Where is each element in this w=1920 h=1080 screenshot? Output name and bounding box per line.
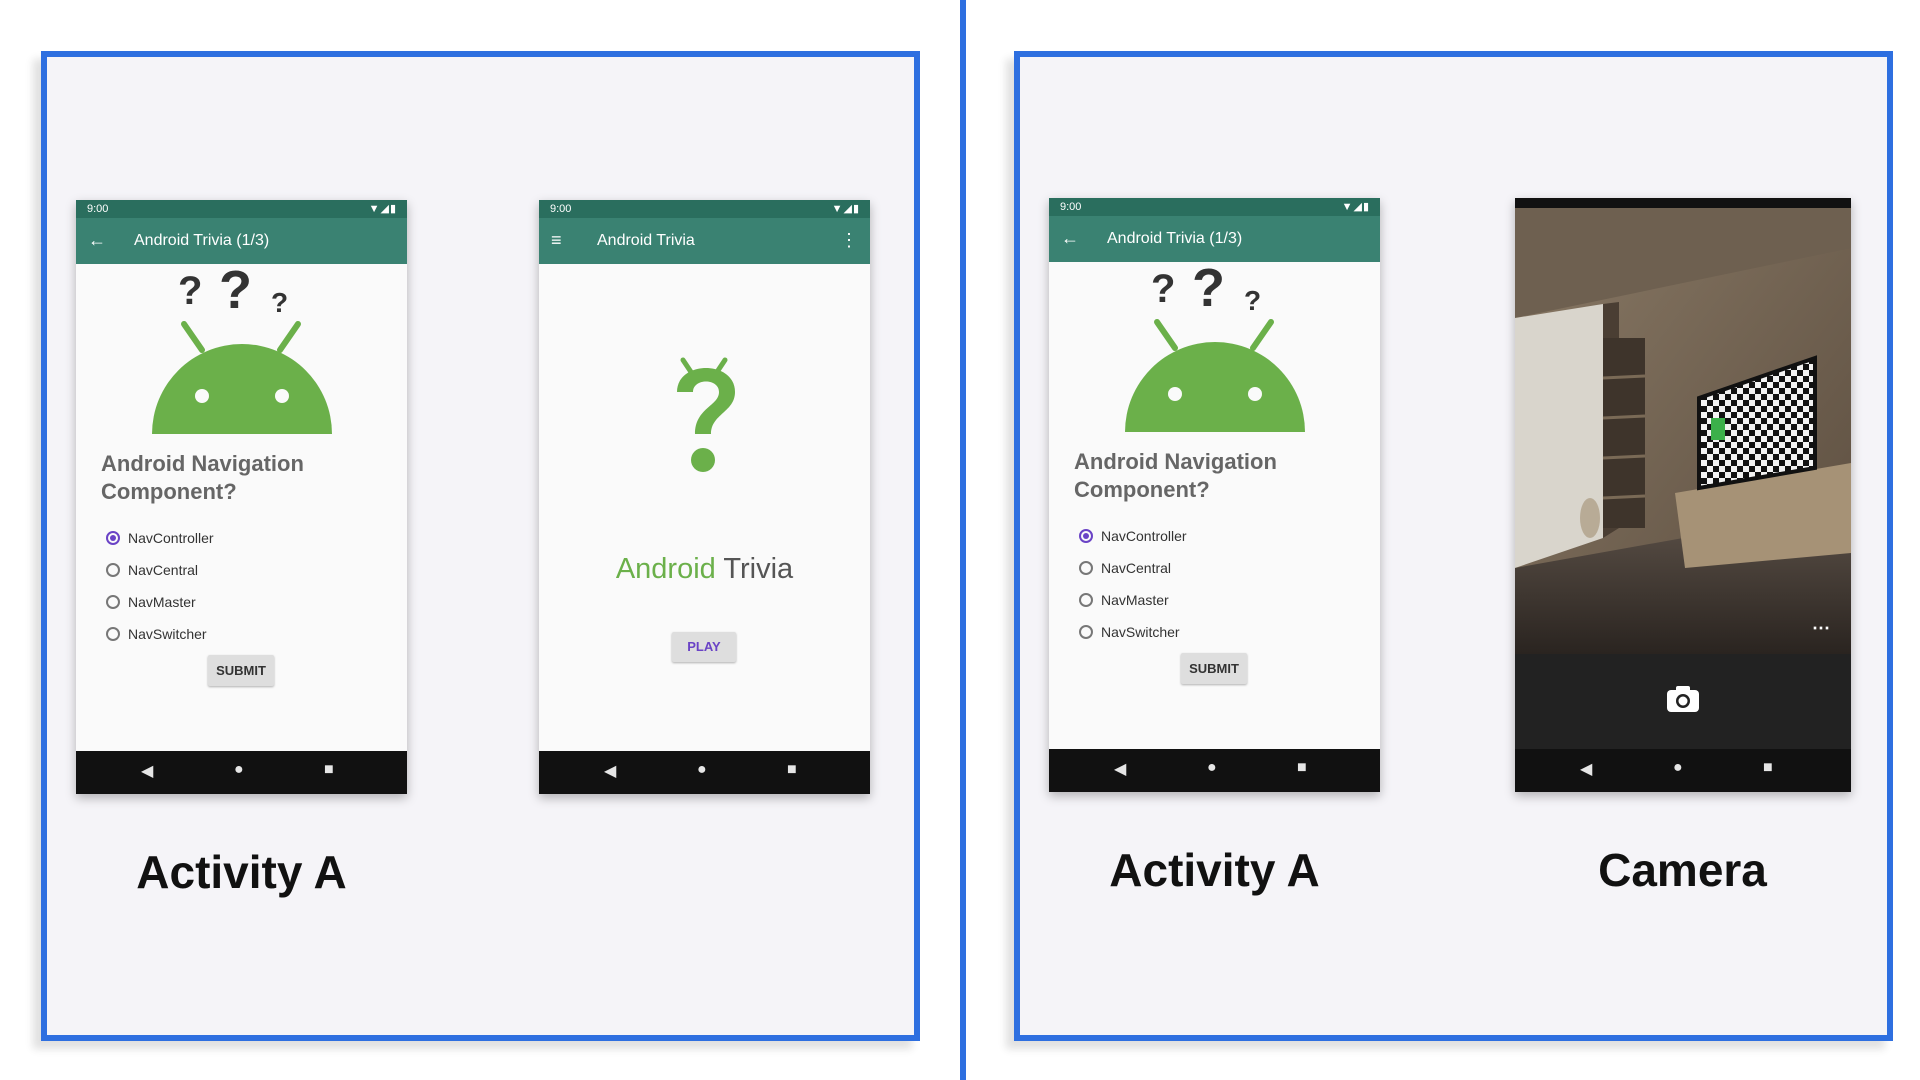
option-label: NavSwitcher xyxy=(1101,624,1180,640)
app-bar: ← Android Trivia (1/3) xyxy=(1049,216,1380,262)
radio-button-selected[interactable] xyxy=(1079,529,1093,543)
nav-back-icon[interactable]: ◀ xyxy=(141,763,154,780)
android-question-illustration: ? ? ? xyxy=(152,260,332,434)
option-label: NavMaster xyxy=(1101,592,1169,608)
android-trivia-logo-icon xyxy=(677,357,735,472)
camera-caption: Camera xyxy=(1598,844,1767,896)
activity-a-caption: Activity A xyxy=(1109,844,1320,896)
activity-a-caption: Activity A xyxy=(136,846,347,898)
nav-recents-icon[interactable]: ■ xyxy=(324,761,334,778)
status-time: 9:00 xyxy=(87,203,109,215)
option-label: NavMaster xyxy=(128,594,196,610)
system-nav-bar: ◀ ● ■ xyxy=(76,751,407,794)
svg-text:?: ? xyxy=(1192,262,1225,318)
nav-back-icon[interactable]: ◀ xyxy=(604,763,617,780)
nav-back-icon[interactable]: ◀ xyxy=(1114,761,1127,778)
nav-recents-icon[interactable]: ■ xyxy=(1297,759,1307,776)
camera-icon[interactable] xyxy=(1665,684,1701,714)
option-label: NavSwitcher xyxy=(128,626,207,642)
play-button[interactable]: PLAY xyxy=(672,632,736,662)
status-icons: ▼◢▮ xyxy=(831,203,860,215)
status-icons: ▼◢▮ xyxy=(368,203,397,215)
trivia-question-phone: 9:00 ▼◢▮ ← Android Trivia (1/3) ? ? ? An… xyxy=(1049,198,1380,792)
brand-primary-text: Android xyxy=(615,553,716,585)
section-divider xyxy=(960,0,966,1080)
radio-button[interactable] xyxy=(106,595,120,609)
status-bar: 9:00 ▼◢▮ xyxy=(1049,198,1380,216)
radio-button[interactable] xyxy=(1079,625,1093,639)
radio-button[interactable] xyxy=(1079,561,1093,575)
back-arrow-icon[interactable]: ← xyxy=(1061,228,1079,248)
question-text: Android Navigation Component? xyxy=(101,451,304,504)
nav-home-icon[interactable]: ● xyxy=(697,761,707,778)
nav-recents-icon[interactable]: ■ xyxy=(1763,759,1773,776)
option-label: NavCentral xyxy=(128,562,199,578)
svg-text:?: ? xyxy=(1151,267,1175,311)
option-label: NavController xyxy=(1101,528,1187,544)
nav-home-icon[interactable]: ● xyxy=(1207,759,1217,776)
brand-secondary-text: Trivia xyxy=(723,553,794,585)
system-nav-bar: ◀ ● ■ xyxy=(1515,749,1851,792)
submit-button[interactable]: SUBMIT xyxy=(208,655,274,686)
submit-button[interactable]: SUBMIT xyxy=(1181,653,1247,684)
radio-button[interactable] xyxy=(106,563,120,577)
nav-recents-icon[interactable]: ■ xyxy=(787,761,797,778)
system-nav-bar: ◀ ● ■ xyxy=(1049,749,1380,792)
app-brand-title: Android Trivia xyxy=(539,553,870,586)
camera-phone: ⋯ ◀ ● ■ xyxy=(1515,198,1851,792)
status-bar: 9:00 ▼◢▮ xyxy=(539,200,870,218)
svg-text:?: ? xyxy=(271,287,288,318)
radio-button-selected[interactable] xyxy=(106,531,120,545)
trivia-question-phone: 9:00 ▼◢▮ ← Android Trivia (1/3) ? ? ? An… xyxy=(76,200,407,794)
android-question-illustration: ? ? ? xyxy=(1125,258,1305,432)
back-arrow-icon[interactable]: ← xyxy=(88,230,106,250)
app-bar: ← Android Trivia (1/3) xyxy=(76,218,407,264)
left-panel: 9:00 ▼◢▮ ← Android Trivia (1/3) ? ? ? An… xyxy=(41,51,920,1041)
question-text: Android Navigation Component? xyxy=(1074,449,1277,502)
status-bar: 9:00 ▼◢▮ xyxy=(76,200,407,218)
option-label: NavCentral xyxy=(1101,560,1172,576)
status-icons: ▼◢▮ xyxy=(1341,201,1370,213)
app-bar-title: Android Trivia (1/3) xyxy=(134,232,270,249)
app-bar: ≡ Android Trivia ⋮ xyxy=(539,218,870,264)
nav-home-icon[interactable]: ● xyxy=(1673,759,1683,776)
status-time: 9:00 xyxy=(550,203,572,215)
app-bar-title: Android Trivia (1/3) xyxy=(1107,230,1243,247)
trivia-content: ? ? ? Android Navigation Component? NavC… xyxy=(76,260,407,751)
svg-text:?: ? xyxy=(219,264,252,320)
svg-text:?: ? xyxy=(178,269,202,313)
more-options-icon[interactable]: ⋯ xyxy=(1812,618,1831,638)
title-content: Android Trivia PLAY xyxy=(539,264,870,751)
system-nav-bar: ◀ ● ■ xyxy=(539,751,870,794)
svg-text:?: ? xyxy=(1244,285,1261,316)
radio-button[interactable] xyxy=(1079,593,1093,607)
hamburger-menu-icon[interactable]: ≡ xyxy=(551,230,562,250)
nav-home-icon[interactable]: ● xyxy=(234,761,244,778)
trivia-title-phone: 9:00 ▼◢▮ ≡ Android Trivia ⋮ Android Triv… xyxy=(539,200,870,794)
trivia-content: ? ? ? Android Navigation Component? NavC… xyxy=(1049,258,1380,749)
more-vertical-icon[interactable]: ⋮ xyxy=(840,230,858,250)
radio-button[interactable] xyxy=(106,627,120,641)
right-panel: 9:00 ▼◢▮ ← Android Trivia (1/3) ? ? ? An… xyxy=(1014,51,1893,1041)
status-time: 9:00 xyxy=(1060,201,1082,213)
option-label: NavController xyxy=(128,530,214,546)
camera-controls xyxy=(1515,654,1851,749)
nav-back-icon[interactable]: ◀ xyxy=(1580,761,1593,778)
camera-viewfinder xyxy=(1515,208,1851,654)
app-bar-title: Android Trivia xyxy=(597,232,695,249)
